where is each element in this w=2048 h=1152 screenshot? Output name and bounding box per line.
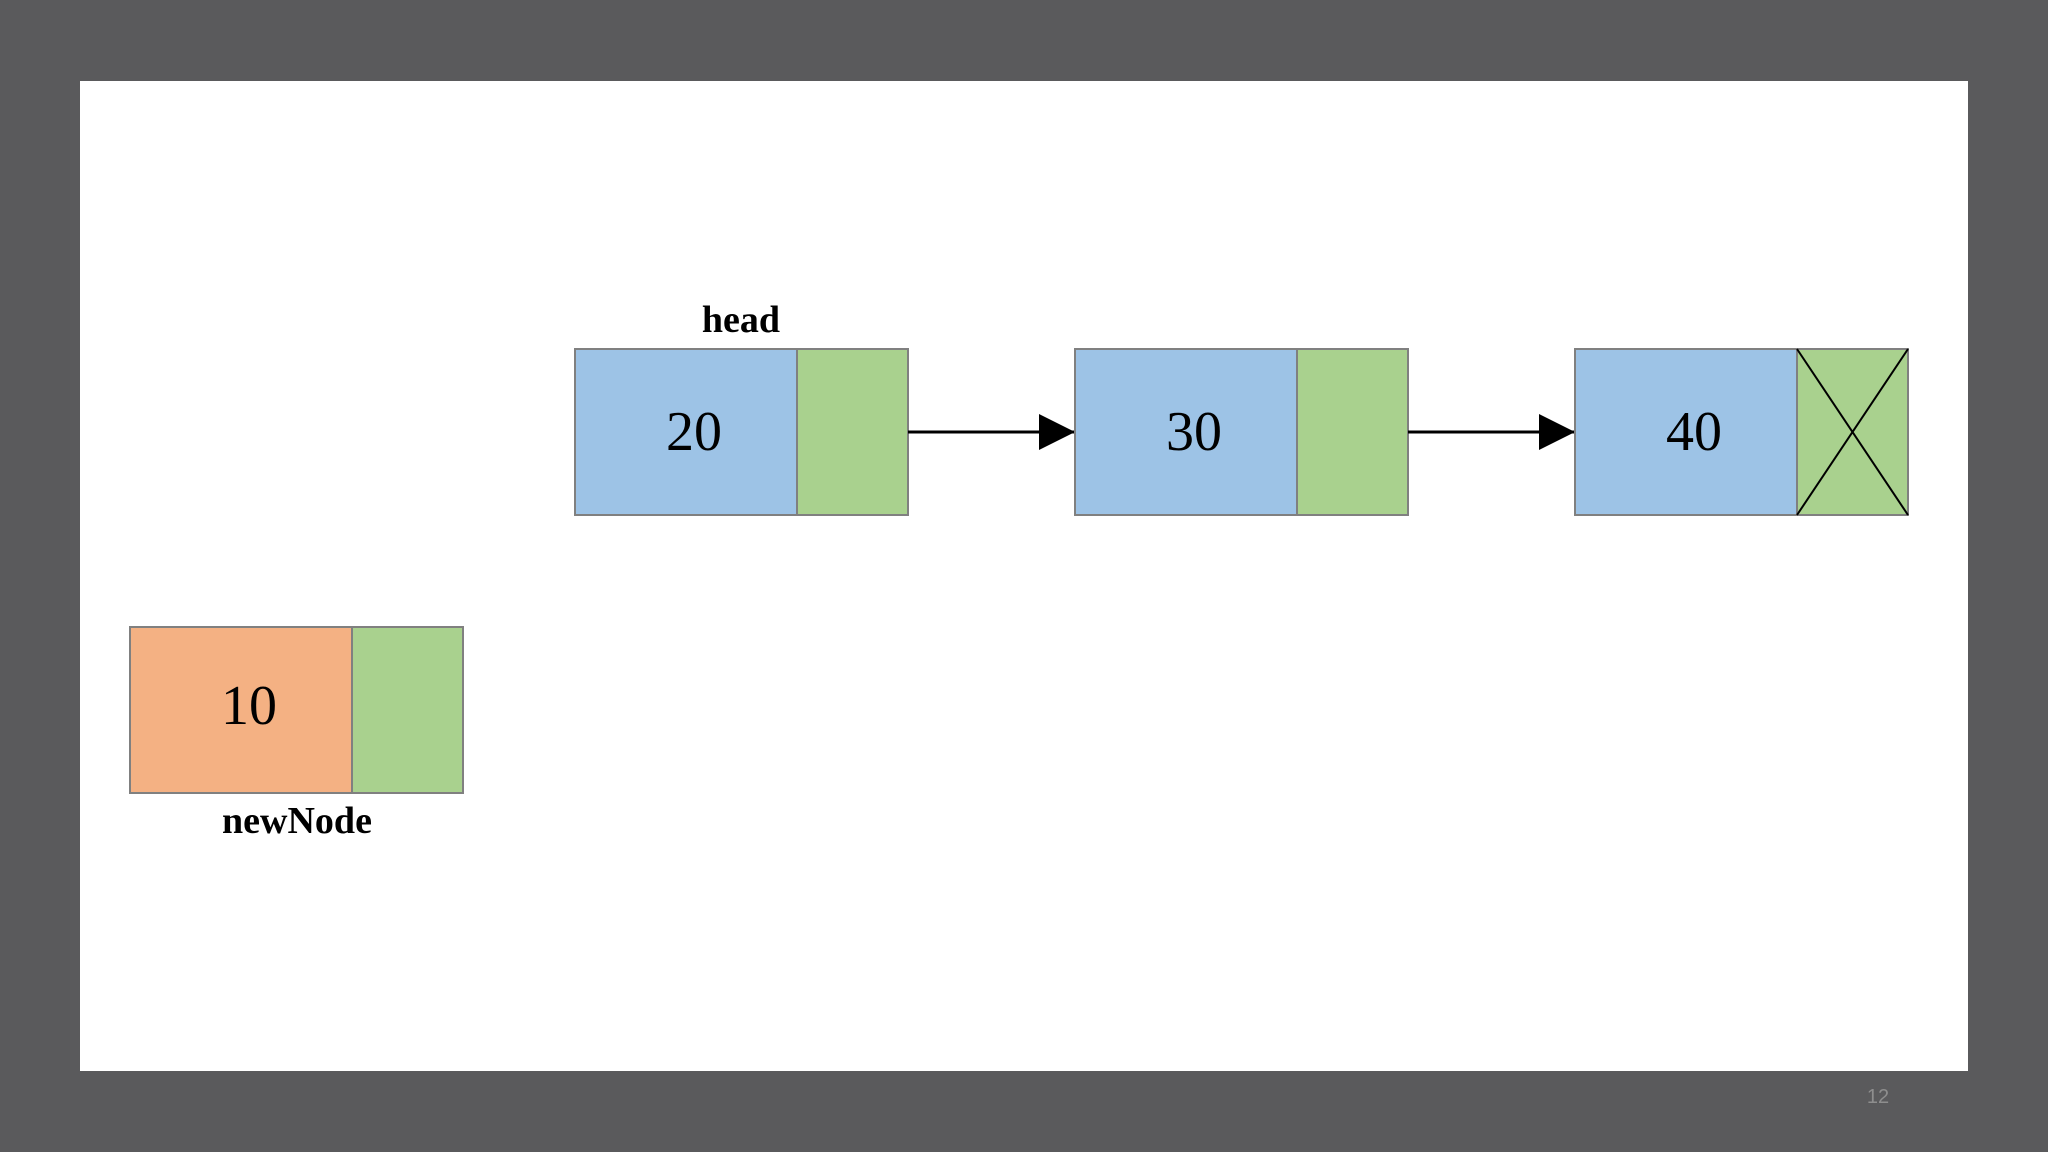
list-node-3: 40 [1574,348,1909,516]
node-1-value: 20 [666,401,722,463]
new-node: 10 [129,626,464,794]
new-node-pointer-cell [351,626,464,794]
head-label: head [702,299,780,341]
slide-number: 12 [1866,1086,1890,1108]
new-node-value: 10 [221,675,277,737]
slide [80,81,1968,1071]
node-1-pointer-cell [796,348,909,516]
node-2-data-cell [1074,348,1298,516]
list-node-2: 30 [1074,348,1409,516]
node-2-pointer-cell [1296,348,1409,516]
node-3-value: 40 [1666,401,1722,463]
node-1-data-cell [574,348,798,516]
null-pointer-cross-icon [1796,348,1909,516]
list-node-1: 20 [574,348,909,516]
new-node-label: newNode [222,800,372,842]
node-2-value: 30 [1166,401,1222,463]
node-3-data-cell [1574,348,1798,516]
new-node-data-cell [129,626,353,794]
